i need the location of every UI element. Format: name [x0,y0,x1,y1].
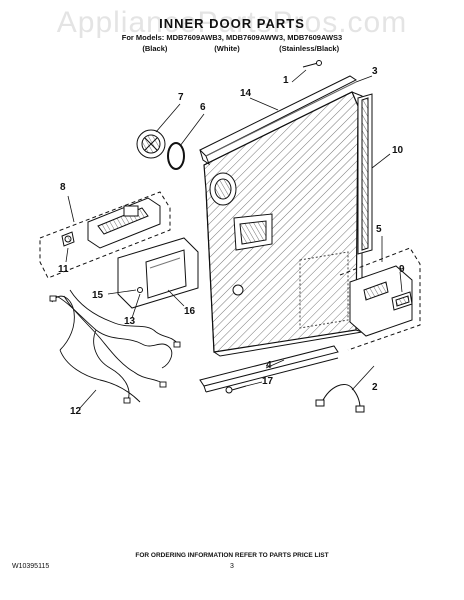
callout-14: 14 [240,88,252,99]
callout-4: 4 [266,360,272,371]
dispenser-knob [61,231,75,247]
control-board [117,237,199,309]
variant-stainless: (Stainless/Black) [279,44,340,53]
cap-gasket [167,142,185,170]
callout-5: 5 [376,224,382,235]
watermark-text: AppliancePartsPros.com [56,6,408,39]
callout-17: 17 [262,376,274,387]
callout-8: 8 [60,182,66,193]
side-gasket [357,93,373,255]
board-screw [137,287,143,293]
door-switch-harness [315,384,365,413]
main-wire-harness [49,289,181,404]
callout-3: 3 [372,66,378,77]
callout-7: 7 [178,92,184,103]
detergent-dispenser [87,197,161,249]
callout-10: 10 [392,145,404,156]
callout-12: 12 [70,406,82,417]
screw-top [302,60,322,68]
vent-housing [349,265,413,337]
callout-2: 2 [372,382,378,393]
callout-16: 16 [184,306,196,317]
document-number: W10395115 [12,563,50,570]
callout-11: 11 [58,264,69,275]
leader-lines [65,69,403,409]
page-number: 3 [230,563,234,570]
variants-line: (Black) (White) (Stainless/Black) [0,44,464,53]
screw-bottom [225,385,247,394]
callout-9: 9 [399,264,405,275]
top-trim-strip [199,75,357,166]
variant-white: (White) [214,44,240,53]
callout-13: 13 [124,316,136,327]
callout-1: 1 [283,75,289,86]
variant-black: (Black) [142,44,168,53]
page-title: INNER DOOR PARTS [159,16,305,31]
rinse-aid-cap [136,129,166,159]
bottom-trim [199,345,339,393]
callout-6: 6 [200,102,206,113]
ordering-note: FOR ORDERING INFORMATION REFER TO PARTS … [135,552,329,559]
inner-door-panel [203,91,363,357]
models-line: For Models: MDB7609AWB3, MDB7609AWW3, MD… [121,33,343,42]
callout-15: 15 [92,290,104,301]
